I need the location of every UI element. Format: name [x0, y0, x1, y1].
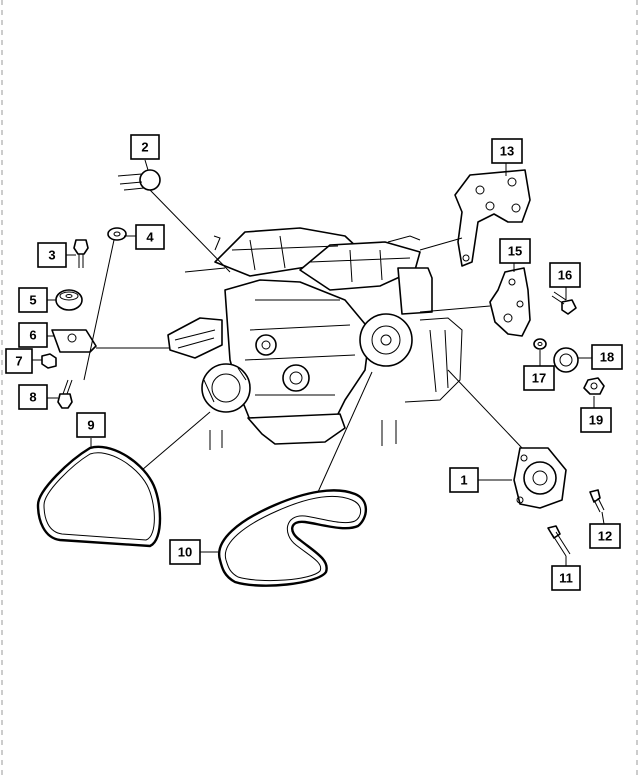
leader-2-box: [144, 159, 149, 171]
callout-19: 19: [580, 407, 612, 433]
engine-assembly: [167, 227, 463, 450]
callout-label-19: 19: [589, 413, 603, 428]
leader-2: [149, 189, 231, 273]
leader-9-engine: [141, 411, 211, 471]
nut-19: [583, 377, 605, 395]
callout-label-9: 9: [87, 418, 94, 433]
callout-12: 12: [589, 523, 621, 549]
callout-6: 6: [18, 322, 48, 348]
callout-8: 8: [18, 384, 48, 410]
callout-label-11: 11: [559, 571, 573, 586]
callout-9: 9: [76, 412, 106, 438]
callout-18: 18: [591, 344, 623, 370]
leader-4-down: [83, 239, 115, 381]
callout-10: 10: [169, 539, 201, 565]
mounting-bracket-13: [454, 169, 531, 267]
callout-label-6: 6: [29, 328, 36, 343]
bolt-11: [547, 525, 571, 557]
callout-3: 3: [37, 242, 67, 268]
callout-label-1: 1: [460, 473, 467, 488]
idler-pulley-5: [55, 289, 83, 311]
callout-label-12: 12: [598, 529, 612, 544]
bolt-8: [57, 379, 73, 409]
bolt-12: [589, 489, 605, 513]
leader-1-engine: [447, 369, 523, 449]
callout-label-4: 4: [146, 230, 154, 245]
leader-12: [601, 511, 605, 525]
callout-13: 13: [491, 138, 523, 164]
leader-13-engine: [419, 237, 463, 251]
drive-belt-9: [36, 445, 162, 548]
idler-pulley-18: [553, 347, 579, 373]
washer-17: [533, 338, 547, 350]
callout-label-16: 16: [558, 268, 572, 283]
callout-label-5: 5: [29, 293, 36, 308]
callout-label-18: 18: [600, 350, 614, 365]
callout-label-2: 2: [141, 140, 148, 155]
callout-label-7: 7: [15, 354, 22, 369]
mounting-bracket-15: [489, 267, 531, 337]
leader-lines: [30, 159, 605, 566]
callout-5: 5: [18, 287, 48, 313]
callout-label-8: 8: [29, 390, 36, 405]
callout-label-17: 17: [532, 371, 546, 386]
washer-4: [107, 227, 127, 241]
leader-15-engine: [419, 305, 491, 313]
belt-tensioner-1: [513, 447, 567, 509]
callout-17: 17: [523, 365, 555, 391]
callout-11: 11: [551, 565, 581, 591]
callout-1: 1: [449, 467, 479, 493]
bolt-3: [73, 239, 89, 268]
callout-4: 4: [135, 224, 165, 250]
bracket-6: [51, 329, 97, 353]
nut-7: [41, 353, 57, 369]
bolt-16: [551, 291, 577, 315]
leader-10-engine: [317, 371, 373, 493]
callout-label-10: 10: [178, 545, 192, 560]
callout-label-3: 3: [48, 248, 55, 263]
callout-label-13: 13: [500, 144, 514, 159]
callout-16: 16: [549, 262, 581, 288]
callout-label-15: 15: [508, 244, 522, 259]
callout-7: 7: [5, 348, 33, 374]
callout-15: 15: [499, 238, 531, 264]
callout-2: 2: [130, 134, 160, 160]
drive-belt-10: [217, 489, 368, 587]
clip-2: [117, 169, 161, 191]
